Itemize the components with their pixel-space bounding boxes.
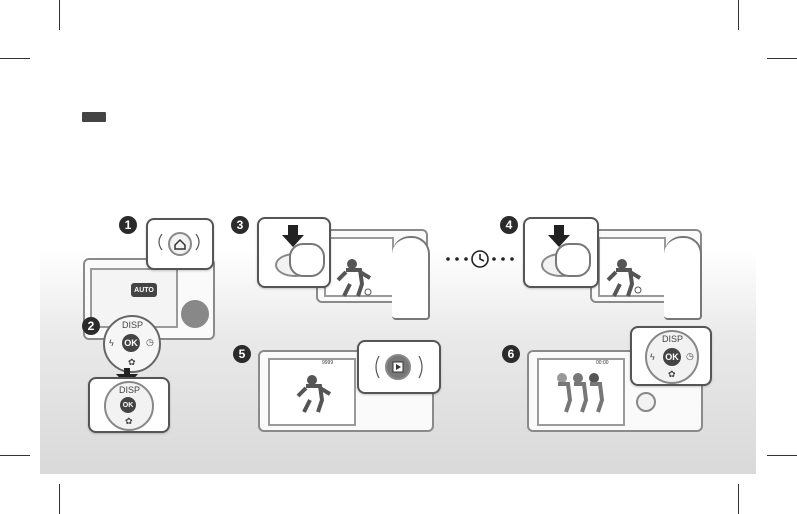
finger-4 <box>555 243 591 277</box>
flash-icon: ϟ <box>650 352 655 362</box>
disp-label: DISP <box>122 320 143 330</box>
timer-sequence <box>445 249 515 269</box>
control-dial-6-small[interactable] <box>636 392 656 412</box>
macro-icon: ✿ <box>128 357 136 368</box>
disp-label: DISP <box>662 334 683 344</box>
disp-label: DISP <box>119 385 140 395</box>
macro-icon: ✿ <box>125 416 133 427</box>
crop-mark <box>767 58 797 59</box>
press-waves <box>359 342 439 392</box>
step-badge-1: 1 <box>119 216 137 234</box>
ok-button-2[interactable]: OK <box>122 334 140 352</box>
home-button-callout <box>146 218 214 270</box>
shutter-callout-4 <box>523 217 599 288</box>
press-waves <box>148 220 212 268</box>
hand-right-3 <box>392 236 430 320</box>
ok-button-callout: DISP OK ✿ <box>88 377 170 433</box>
soccer-player-illustration <box>336 256 376 300</box>
step-badge-3: 3 <box>231 216 249 234</box>
step-badge-2: 2 <box>82 317 100 335</box>
finger-3 <box>289 243 325 277</box>
shutter-callout-3 <box>257 217 331 288</box>
ok-button-2b[interactable]: OK <box>120 397 136 413</box>
shutter-dial-1[interactable] <box>181 300 209 328</box>
timer-icon: ◷ <box>686 351 694 362</box>
timer-icon: ◷ <box>146 337 154 348</box>
control-dial-2b: DISP OK ✿ <box>104 381 154 431</box>
step-badge-5: 5 <box>233 345 251 363</box>
section-tag <box>82 112 106 122</box>
control-dial-2: DISP ϟ ◷ ✿ OK <box>103 315 161 373</box>
capture-count: 9999 <box>322 360 333 366</box>
soccer-player-illustration <box>606 256 646 300</box>
control-dial-6: DISP ϟ ◷ ✿ OK <box>645 330 699 384</box>
crop-mark <box>0 455 30 456</box>
ok-button-6[interactable]: OK <box>663 348 681 366</box>
hand-right-4 <box>664 236 702 320</box>
macro-icon: ✿ <box>668 369 676 380</box>
crop-mark <box>738 0 739 30</box>
flash-icon: ϟ <box>109 338 114 348</box>
step-badge-4: 4 <box>500 216 518 234</box>
ok-button-callout-6: DISP ϟ ◷ ✿ OK <box>630 326 712 386</box>
play-button-callout <box>357 340 441 394</box>
soccer-player-illustration <box>296 372 336 416</box>
crop-mark <box>59 484 60 514</box>
playback-time: 00:00 <box>596 360 609 366</box>
crop-mark <box>59 0 60 30</box>
crop-mark <box>738 484 739 514</box>
crop-mark <box>0 58 30 59</box>
crop-mark <box>767 455 797 456</box>
auto-mode-badge: AUTO <box>131 283 157 297</box>
step-badge-6: 6 <box>502 345 520 363</box>
motion-sequence-illustration <box>548 370 608 416</box>
